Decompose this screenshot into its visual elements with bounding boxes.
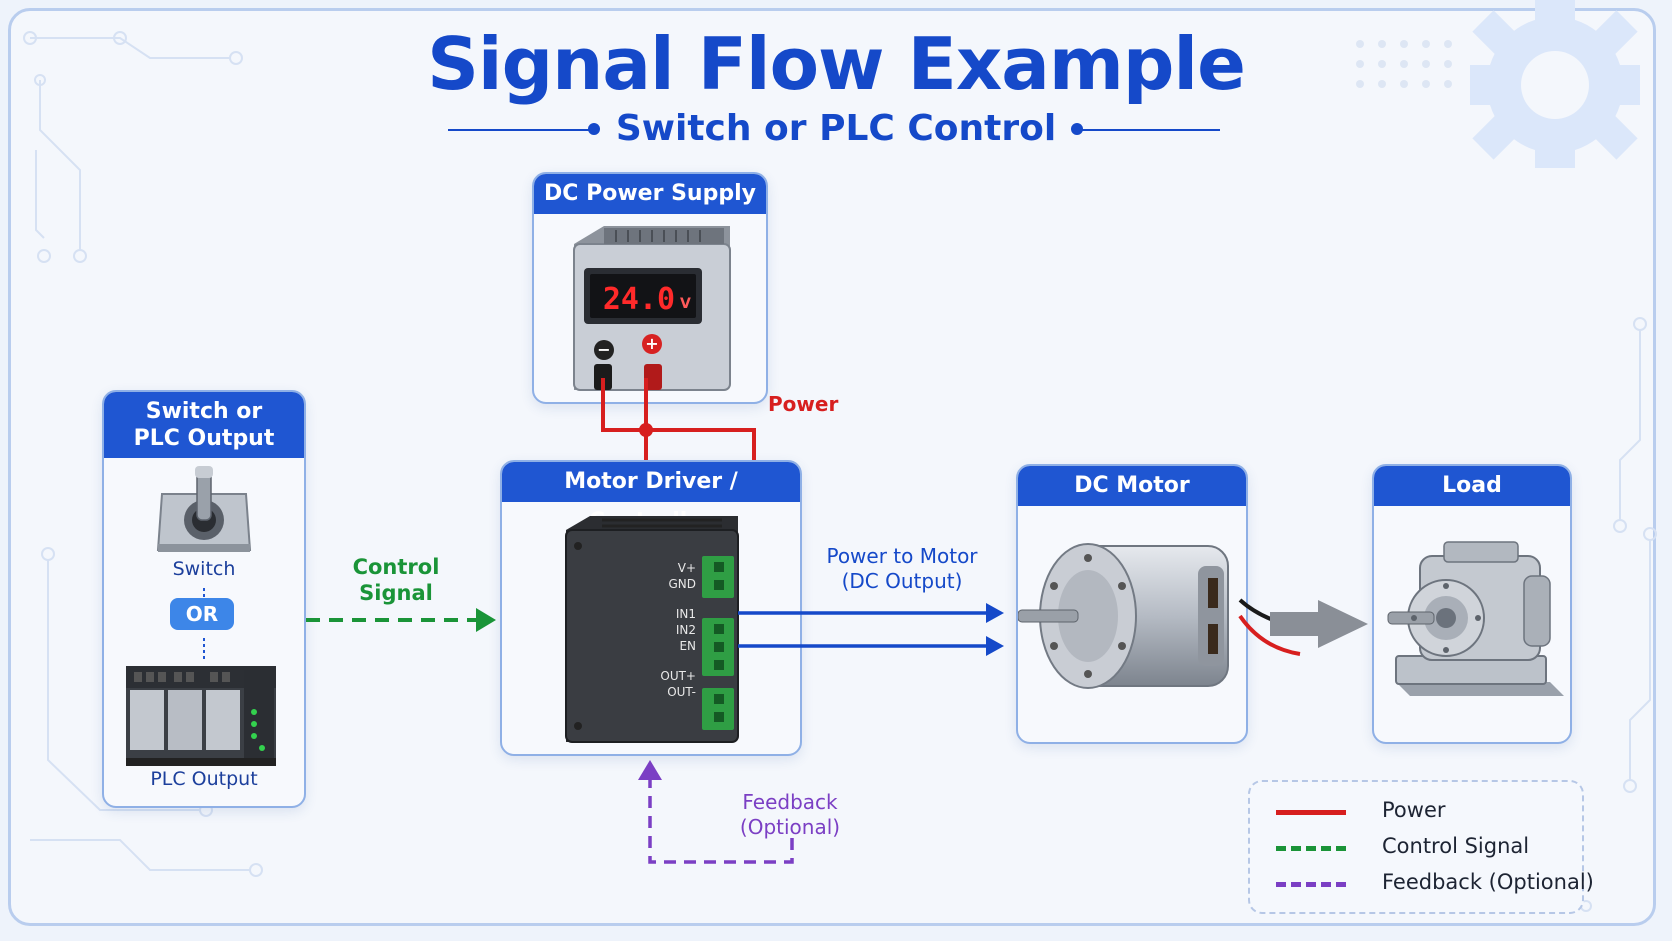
motor-output-arrowhead-2 (986, 636, 1004, 656)
control-signal-label: Control Signal (336, 554, 456, 606)
legend-label-power: Power (1382, 798, 1446, 822)
power-supply-title: DC Power Supply (534, 174, 766, 214)
plc-output-label: PLC Output (150, 768, 258, 790)
pin-outminus: OUT- (667, 685, 696, 699)
subtitle-dot-left (588, 123, 600, 135)
pin-in1: IN1 (675, 607, 696, 621)
pin-gnd: GND (668, 577, 696, 591)
load-title: Load (1374, 466, 1570, 506)
legend: Power Control Signal Feedback (Optional) (1248, 780, 1594, 914)
load-card: Load (1372, 464, 1572, 744)
subtitle-rule-right (1082, 129, 1220, 131)
power-to-motor-label-line1: Power to Motor (826, 544, 978, 568)
svg-text:−: − (597, 340, 610, 359)
power-to-motor-label: Power to Motor (DC Output) (812, 544, 992, 594)
legend-swatch-control (1276, 846, 1346, 851)
dc-motor-card: DC Motor (1016, 464, 1248, 744)
subtitle-dot-right (1071, 123, 1083, 135)
feedback-label-line1: Feedback (742, 790, 838, 814)
control-signal-label-line1: Control (352, 555, 440, 579)
feedback-label: Feedback (Optional) (728, 790, 852, 840)
subtitle-row: Switch or PLC Control (0, 108, 1672, 152)
control-signal-label-line2: Signal (359, 581, 433, 605)
legend-item-feedback: Feedback (Optional) (1276, 868, 1594, 898)
pin-vplus: V+ (677, 561, 696, 575)
motor-output-lines (738, 611, 988, 648)
legend-label-control: Control Signal (1382, 834, 1530, 858)
page-subtitle: Switch or PLC Control (615, 108, 1057, 149)
driver-pin-labels: V+ GND IN1 IN2 EN OUT+ OUT- (650, 560, 696, 700)
pin-outplus: OUT+ (660, 669, 696, 683)
or-badge: OR (170, 598, 234, 630)
feedback-line (648, 776, 794, 864)
feedback-label-line2: (Optional) (739, 815, 841, 839)
power-label: Power (768, 392, 839, 416)
legend-item-control: Control Signal (1276, 832, 1576, 862)
control-signal-arrowhead (476, 608, 496, 632)
toggle-switch-icon (156, 466, 252, 552)
page-title: Signal Flow Example (427, 22, 1246, 106)
voltage-readout: 24.0 (602, 282, 676, 317)
legend-swatch-power (1276, 810, 1346, 815)
power-supply-icon: + − (573, 226, 731, 391)
input-card-title: Switch or PLC Output (104, 392, 304, 458)
power-to-motor-label-line2: (DC Output) (841, 569, 963, 593)
legend-swatch-feedback (1276, 882, 1346, 887)
input-card: Switch or PLC Output Switch OR PLC Outp (102, 390, 306, 808)
motor-driver-title: Motor Driver / Controller (502, 462, 800, 534)
feedback-arrowhead (638, 760, 662, 780)
input-card-title-line2: PLC Output (133, 426, 275, 451)
motor-to-load-arrow (1270, 600, 1368, 648)
motor-wire-red (1238, 614, 1301, 656)
power-wires (601, 378, 756, 460)
motor-output-arrowhead-1 (986, 603, 1004, 623)
voltage-unit: V (680, 296, 691, 312)
power-supply-card: DC Power Supply + − 24.0 V (532, 172, 768, 404)
motor-driver-icon (565, 516, 739, 743)
dc-motor-icon (1018, 543, 1229, 689)
gearbox-load-icon (1387, 541, 1564, 696)
motor-driver-card: Motor Driver / Controller V+ GND IN1 IN2… (500, 460, 802, 756)
switch-label: Switch (172, 558, 236, 580)
legend-item-power: Power (1276, 796, 1576, 826)
legend-label-feedback: Feedback (Optional) (1382, 870, 1594, 894)
pin-en: EN (679, 639, 696, 653)
dc-motor-title: DC Motor (1018, 466, 1246, 506)
input-card-title-line1: Switch or (145, 399, 263, 424)
power-junction (639, 423, 653, 437)
pin-in2: IN2 (675, 623, 696, 637)
subtitle-rule-left (448, 129, 590, 131)
input-card-art (126, 466, 276, 766)
svg-text:+: + (645, 334, 658, 353)
plc-module-icon (126, 666, 276, 766)
